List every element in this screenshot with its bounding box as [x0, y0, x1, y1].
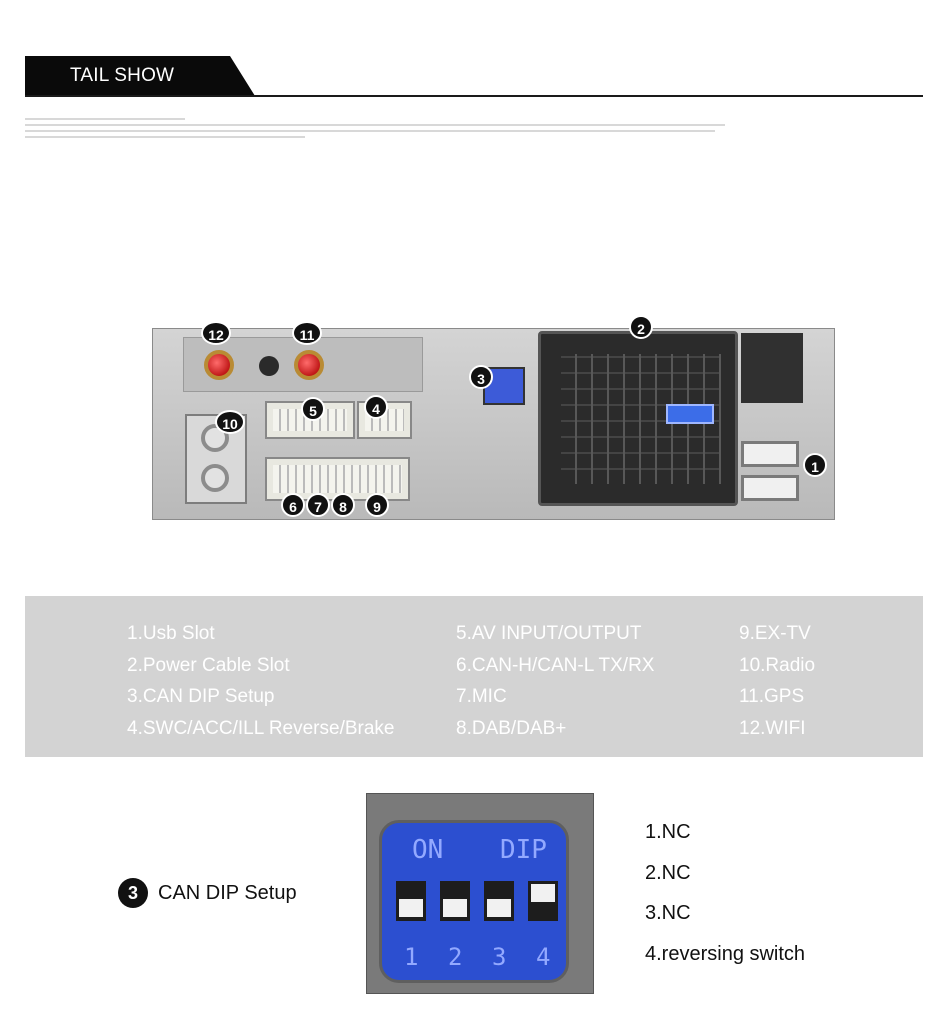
callout-badge: 10 — [215, 410, 245, 434]
fine-print-lines — [25, 118, 725, 148]
dip-setup-number-badge: 3 — [118, 878, 148, 908]
callout-badge: 9 — [365, 493, 389, 517]
mount-hole — [259, 356, 279, 376]
legend-item: 6.CAN-H/CAN-L TX/RX — [456, 654, 655, 676]
callout-badge: 6 — [281, 493, 305, 517]
callout-badge: 4 — [364, 395, 388, 419]
dip-settings-list: 1.NC 2.NC 3.NC 4.reversing switch — [645, 812, 805, 974]
wifi-antenna-connector — [204, 350, 234, 380]
callout-badge: 7 — [306, 493, 330, 517]
legend-item: 2.Power Cable Slot — [127, 654, 290, 676]
legend-item: 10.Radio — [739, 654, 816, 676]
usb-port-lower — [741, 475, 799, 501]
legend-item: 9.EX-TV — [739, 623, 811, 644]
dip-setup-caption: 3 CAN DIP Setup — [118, 878, 297, 908]
dip-switch-number: 1 — [404, 943, 419, 971]
dip-switch-2 — [440, 881, 470, 921]
fuse — [666, 404, 714, 424]
dip-switch-body: ON DIP 1 2 3 4 — [379, 820, 569, 983]
dip-switch-number: 2 — [448, 943, 463, 971]
dip-dip-label: DIP — [500, 835, 547, 865]
dip-switch-1 — [396, 881, 426, 921]
radio-socket-bottom — [201, 464, 229, 492]
callout-badge: 1 — [803, 453, 827, 477]
dip-setting-item: 3.NC — [645, 902, 691, 924]
legend-column-2: 5.AV INPUT/OUTPUT 6.CAN-H/CAN-L TX/RX 7.… — [456, 618, 654, 744]
device-rear-panel: 1 2 3 4 5 6 7 8 9 10 11 12 — [152, 315, 835, 520]
dip-switch-number: 4 — [536, 943, 551, 971]
port-legend: 1.Usb Slot 2.Power Cable Slot 3.CAN DIP … — [25, 596, 923, 757]
legend-item: 12.WIFI — [739, 717, 806, 739]
usb-bay — [741, 333, 803, 403]
section-title: TAIL SHOW — [70, 65, 175, 86]
legend-column-1: 1.Usb Slot 2.Power Cable Slot 3.CAN DIP … — [127, 618, 395, 744]
dip-switch-3 — [484, 881, 514, 921]
callout-badge: 2 — [629, 315, 653, 339]
power-harness-connector — [538, 331, 738, 506]
dip-switch-4 — [528, 881, 558, 921]
legend-item: 4.SWC/ACC/ILL Reverse/Brake — [127, 717, 395, 739]
antenna-bay — [183, 337, 423, 392]
section-title-tab: TAIL SHOW — [25, 56, 255, 96]
radio-socket-top — [201, 424, 229, 452]
usb-port-upper — [741, 441, 799, 467]
dip-switch-photo: ON DIP 1 2 3 4 — [366, 793, 594, 994]
header-divider — [25, 95, 923, 97]
legend-item: 5.AV INPUT/OUTPUT — [456, 623, 642, 644]
callout-badge: 5 — [301, 397, 325, 421]
legend-item: 3.CAN DIP Setup — [127, 686, 275, 707]
dip-on-label: ON — [412, 835, 444, 865]
callout-badge: 11 — [292, 321, 322, 345]
legend-item: 11.GPS — [739, 686, 805, 707]
dip-setting-item: 1.NC — [645, 821, 691, 843]
dip-switch-number: 3 — [492, 943, 507, 971]
legend-item: 7.MIC — [456, 686, 507, 707]
dip-setting-item: 4.reversing switch — [645, 942, 806, 965]
callout-badge: 8 — [331, 493, 355, 517]
radio-connector-block — [185, 414, 247, 504]
dip-setting-item: 2.NC — [645, 861, 691, 884]
legend-column-3: 9.EX-TV 10.Radio 11.GPS 12.WIFI — [739, 618, 815, 744]
legend-item: 1.Usb Slot — [127, 623, 215, 644]
callout-badge: 3 — [469, 365, 493, 389]
gps-antenna-connector — [294, 350, 324, 380]
legend-item: 8.DAB/DAB+ — [456, 717, 567, 739]
callout-badge: 12 — [201, 321, 231, 345]
dip-setup-label: CAN DIP Setup — [158, 881, 297, 904]
